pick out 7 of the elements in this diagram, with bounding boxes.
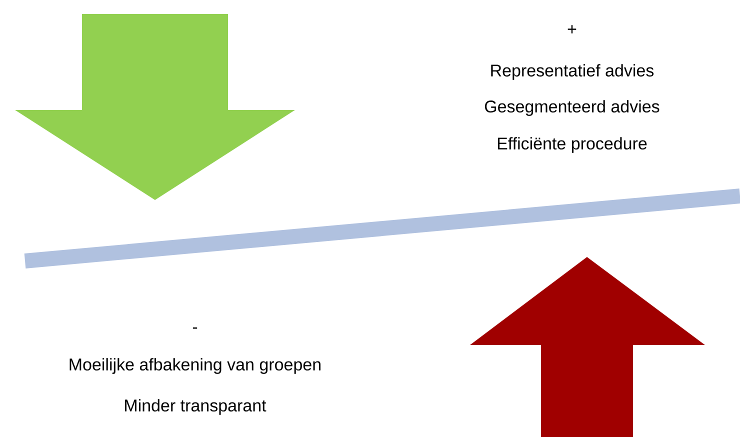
plus-sign: + xyxy=(568,25,576,34)
disadvantage-text: Minder transparant xyxy=(125,399,266,415)
advantage-text: Efficiënte procedure xyxy=(498,137,647,153)
disadvantage-text: Moeilijke afbakening van groepen xyxy=(70,358,320,374)
advantage-text: Representatief advies xyxy=(491,64,654,80)
advantage-text: Gesegmenteerd advies xyxy=(484,100,660,116)
minus-sign: - xyxy=(192,327,198,329)
